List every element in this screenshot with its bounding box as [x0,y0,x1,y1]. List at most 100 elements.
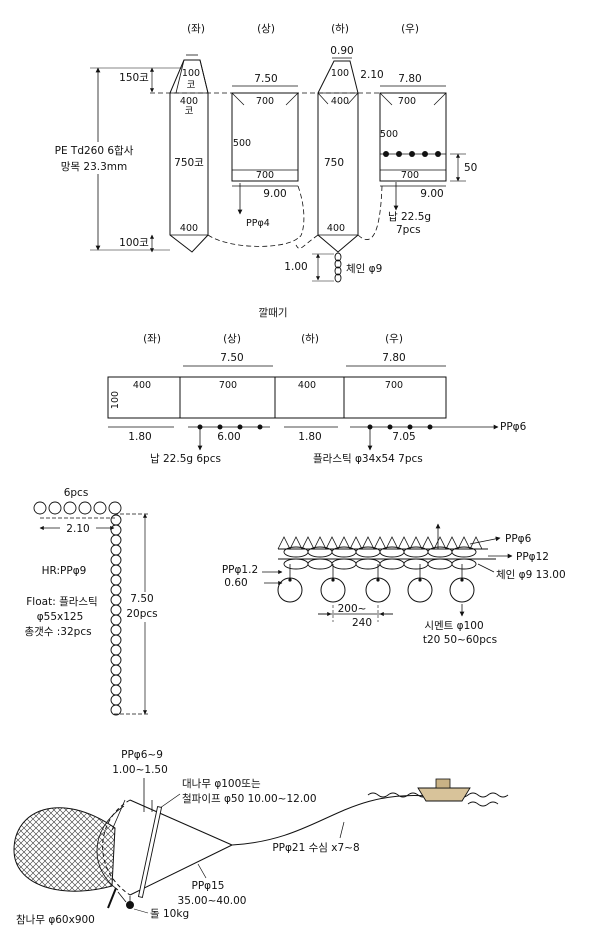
header-left: (좌) [187,23,205,35]
float-height: 7.50 [130,593,153,605]
strip-cell-2: 700 [219,380,237,391]
lower-top-width: 0.90 [330,45,353,57]
lead-weight-icon [435,151,441,157]
upper-bottom-value: 700 [256,170,274,181]
sinker-icon [320,577,346,603]
left-bottom-value: 400 [180,223,198,234]
float-icon [110,664,122,676]
upper-side-value: 500 [233,138,251,149]
sinker-hook [331,578,335,582]
left-top-unit: 코 [187,80,196,91]
float-top-width: 2.10 [66,523,89,535]
float-icon [387,424,393,430]
strip-cell-1: 400 [133,380,151,391]
float-icon [110,594,122,606]
lead-weight-icon [217,424,223,430]
lead-weight-icon [409,151,415,157]
sinker-icon [365,577,391,603]
right-panel: 7.80 700 500 700 50 9.00 납 22.5g 7pcs [379,73,477,236]
chain-icon [283,558,477,570]
rig-overview: PPφ6~9 1.00~1.50 대나무 φ100또는 철파이프 φ50 10.… [13,749,509,926]
strip-rope-label: PPφ6 [500,421,527,433]
chain-label: 체인 φ9 [346,263,382,275]
float-icon [108,501,122,515]
strip-dim-1: 1.80 [128,431,151,443]
lower-bottom-value: 400 [327,223,345,234]
rig-bridle: PPφ15 [192,880,225,892]
sinker-hook [288,578,292,582]
lower-body-value: 750 [324,157,344,169]
right-bottom-value: 700 [401,170,419,181]
sinker-icon [449,577,475,603]
lower-panel: 0.90 100 400 2.10 750 400 1.00 체인 φ9 [284,45,384,283]
net-cone-icon [13,807,116,892]
float-icon [110,694,122,706]
strip-header-left: (좌) [143,333,161,345]
net-panels: (좌) (상) (하) (우) PE Td260 6합사 망목 23.3mm 1… [48,22,477,283]
header-upper: (상) [257,23,275,35]
float-icon [110,524,122,536]
leadline-rope12: PPφ12 [516,551,549,563]
strip-dim-3: 1.80 [298,431,321,443]
float-icon [367,424,373,430]
strip-cell-4: 700 [385,380,403,391]
rig-pole: 대나무 φ100또는 [182,778,261,790]
boat-icon [417,778,471,802]
strip-width-right: 7.80 [382,352,405,364]
left-top-value: 100 [182,68,200,79]
leadline-detail: PPφ6 PPφ12 체인 φ9 13.00 PPφ1.2 0.60 200~ … [222,523,566,646]
leadline-top-rope: PPφ6 [505,533,532,545]
leadline-spacing: 200~ [338,603,367,615]
float-icon [33,501,47,515]
strip-dim-2: 6.00 [217,431,240,443]
lead-weight-icon [257,424,263,430]
strip-header-right: (우) [385,333,403,345]
upper-rope-label: PPφ4 [246,218,270,229]
float-side-count: 20pcs [126,608,157,620]
strip-header-upper: (상) [223,333,241,345]
float-icon [110,704,122,716]
chain-length: 1.00 [284,261,307,273]
right-side-value: 500 [380,129,398,140]
right-width-bottom: 9.00 [420,188,443,200]
float-icon [110,544,122,556]
leadline-left-len: 0.60 [224,577,247,589]
float-total-label: 총갯수 :32pcs [24,626,91,638]
float-icon [110,624,122,636]
left-bottom-mesh: 100코 [119,237,149,249]
lower-side-value: 2.10 [360,69,383,81]
header-lower: (하) [331,22,349,35]
right-width-top: 7.80 [398,73,421,85]
left-top-mesh: 150코 [119,72,149,84]
leadline-spacing2: 240 [352,617,372,629]
float-icon [110,554,122,566]
upper-width-top: 7.50 [254,73,277,85]
mesh-label: 망목 23.3mm [61,161,128,173]
float-icon [110,674,122,686]
material-label: PE Td260 6합사 [55,145,134,157]
funnel-strip: 깔때기 (좌) (상) (하) (우) 7.50 7.80 400 700 40… [107,307,527,465]
sinker-hook [376,578,380,582]
header-right: (우) [401,23,419,35]
leadline-left-rope: PPφ1.2 [222,564,258,576]
lower-top-value: 100 [331,68,349,79]
sinker-icon [277,577,303,603]
float-icon [427,424,433,430]
rig-float-rope: PPφ6~9 [121,749,163,761]
lead-weight-icon [197,424,203,430]
right-float-gap: 50 [464,162,477,174]
float-icon [93,501,107,515]
right-lead-count: 7pcs [396,224,421,236]
float-icon [63,501,77,515]
upper-panel: 7.50 700 500 700 9.00 PPφ4 [231,73,299,229]
leadline-sinker2: t20 50~60pcs [423,634,497,646]
left-mid-unit: 코 [185,106,194,117]
rig-bridle-len: 35.00~40.00 [178,895,247,907]
sinker-hook [418,578,422,582]
rig-oak: 참나무 φ60x900 [16,914,95,926]
float-frame: 6pcs 2.10 7.50 20pcs HR:PPφ9 Float: 플라스틱… [24,487,158,716]
right-top-value: 700 [398,96,416,107]
float-icon [110,574,122,586]
float-icon [110,514,122,526]
